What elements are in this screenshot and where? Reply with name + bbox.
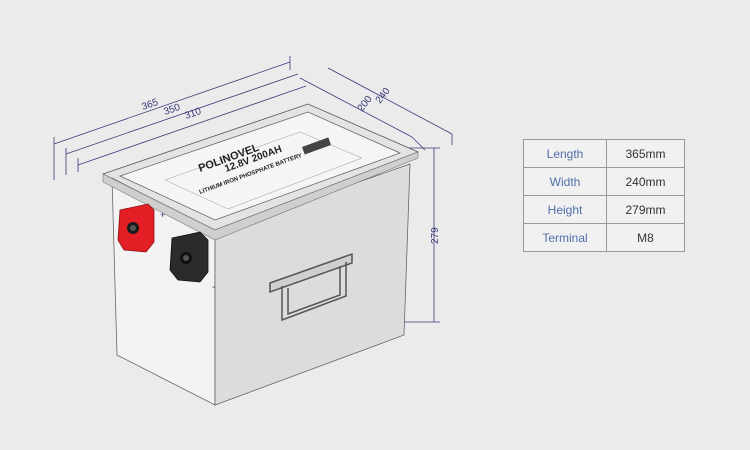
table-row: Width 240mm	[523, 167, 685, 196]
dim-width-inner: 200	[356, 94, 375, 114]
dim-length-outer: 365	[140, 97, 160, 113]
label-badge	[301, 137, 332, 155]
spec-value-width: 240mm	[606, 167, 685, 196]
positive-terminal: +	[117, 203, 165, 253]
dim-length-mid: 350	[162, 102, 182, 118]
spec-value-terminal: M8	[606, 223, 685, 252]
spec-key-width: Width	[523, 167, 607, 196]
battery-body	[101, 103, 420, 406]
spec-key-length: Length	[523, 139, 607, 168]
spec-table: Length 365mm Width 240mm Height 279mm Te…	[523, 139, 685, 252]
spec-value-length: 365mm	[606, 139, 685, 168]
positive-terminal-mark: +	[160, 210, 165, 220]
negative-terminal: -	[169, 231, 215, 293]
dim-height: 279	[430, 227, 441, 244]
table-row: Length 365mm	[523, 139, 685, 168]
table-row: Terminal M8	[523, 223, 685, 252]
handle	[269, 252, 353, 322]
spec-key-height: Height	[523, 195, 607, 224]
dim-length-inner: 310	[183, 106, 203, 122]
spec-value-height: 279mm	[606, 195, 685, 224]
negative-terminal-mark: -	[212, 282, 215, 293]
spec-key-terminal: Terminal	[523, 223, 607, 252]
dimension-lines	[53, 56, 453, 323]
table-row: Height 279mm	[523, 195, 685, 224]
dim-width-outer: 240	[374, 86, 393, 106]
